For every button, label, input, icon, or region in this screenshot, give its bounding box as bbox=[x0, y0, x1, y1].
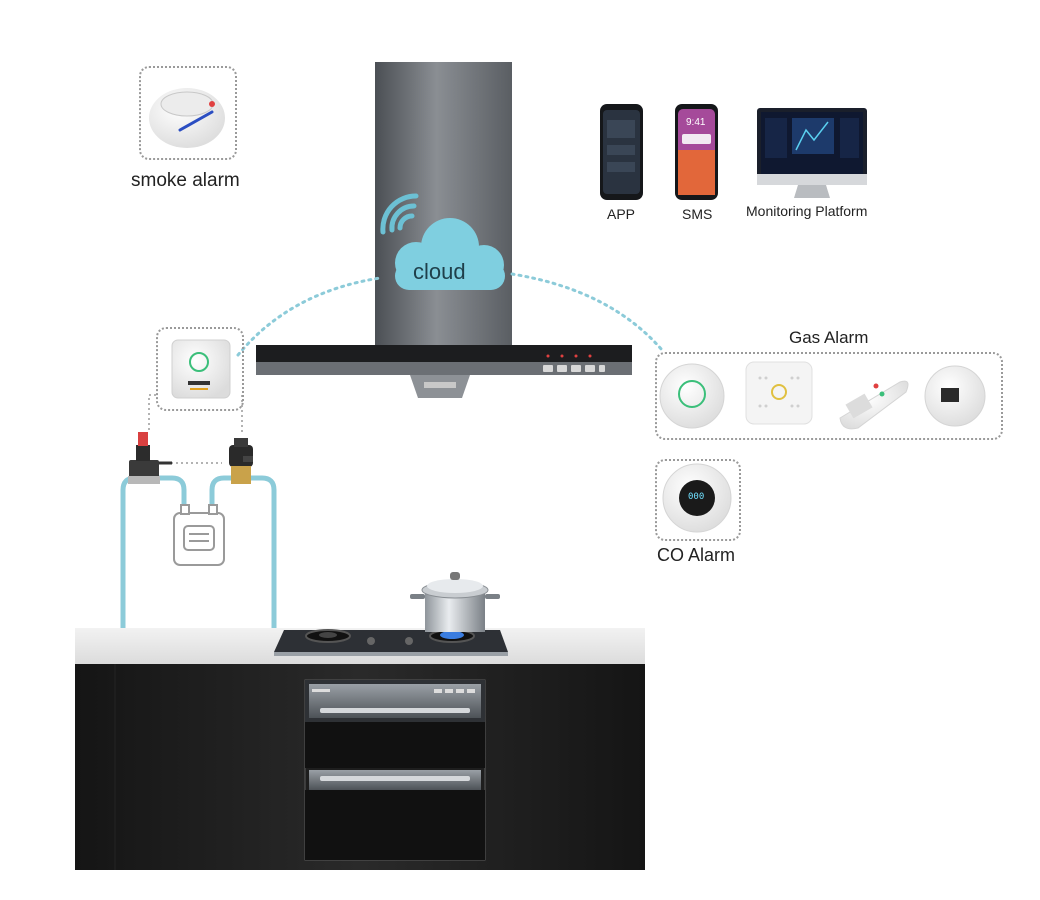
co-alarm-frame bbox=[655, 459, 741, 541]
gas-hob bbox=[274, 629, 508, 656]
monitoring-monitor bbox=[757, 108, 867, 198]
wifi-icon bbox=[380, 193, 419, 235]
cooking-pot bbox=[410, 572, 500, 632]
hood-control-buttons bbox=[543, 354, 605, 372]
gateway-device bbox=[171, 339, 231, 399]
range-hood-chimney bbox=[375, 62, 512, 352]
app-label: APP bbox=[607, 206, 636, 222]
sms-phone bbox=[675, 104, 718, 200]
gas-alarm-device-1 bbox=[659, 363, 725, 429]
monitoring-platform-label: Monitoring Platform bbox=[746, 203, 868, 219]
sms-label: SMS bbox=[682, 206, 713, 222]
gas-alarm-device-3 bbox=[839, 380, 909, 430]
smoke-alarm-frame bbox=[139, 66, 237, 160]
gas-alarm-frame bbox=[655, 352, 1003, 440]
cloud-to-gateway-link bbox=[236, 276, 382, 357]
app-phone bbox=[600, 104, 643, 200]
gas-meter bbox=[173, 504, 225, 566]
cloud-label: cloud bbox=[413, 259, 466, 284]
co-alarm-display: 000 bbox=[688, 492, 705, 502]
cloud-to-gas-alarm-link bbox=[510, 272, 664, 352]
sms-phone-time: 9:41 bbox=[686, 117, 706, 128]
gas-alarm-label: Gas Alarm bbox=[789, 328, 869, 347]
cloud-shape bbox=[395, 218, 505, 290]
smoke-alarm-device bbox=[149, 88, 225, 148]
gateway-frame bbox=[156, 327, 244, 411]
gas-alarm-device-4 bbox=[924, 365, 986, 427]
manipulator-valve bbox=[229, 438, 253, 484]
smoke-alarm-label: smoke alarm bbox=[131, 170, 240, 191]
built-in-oven bbox=[304, 679, 486, 861]
co-alarm-label: CO Alarm bbox=[657, 545, 736, 565]
gas-alarm-device-2 bbox=[745, 361, 813, 425]
co-alarm-device bbox=[662, 463, 732, 533]
solenoid-valve bbox=[128, 432, 172, 484]
